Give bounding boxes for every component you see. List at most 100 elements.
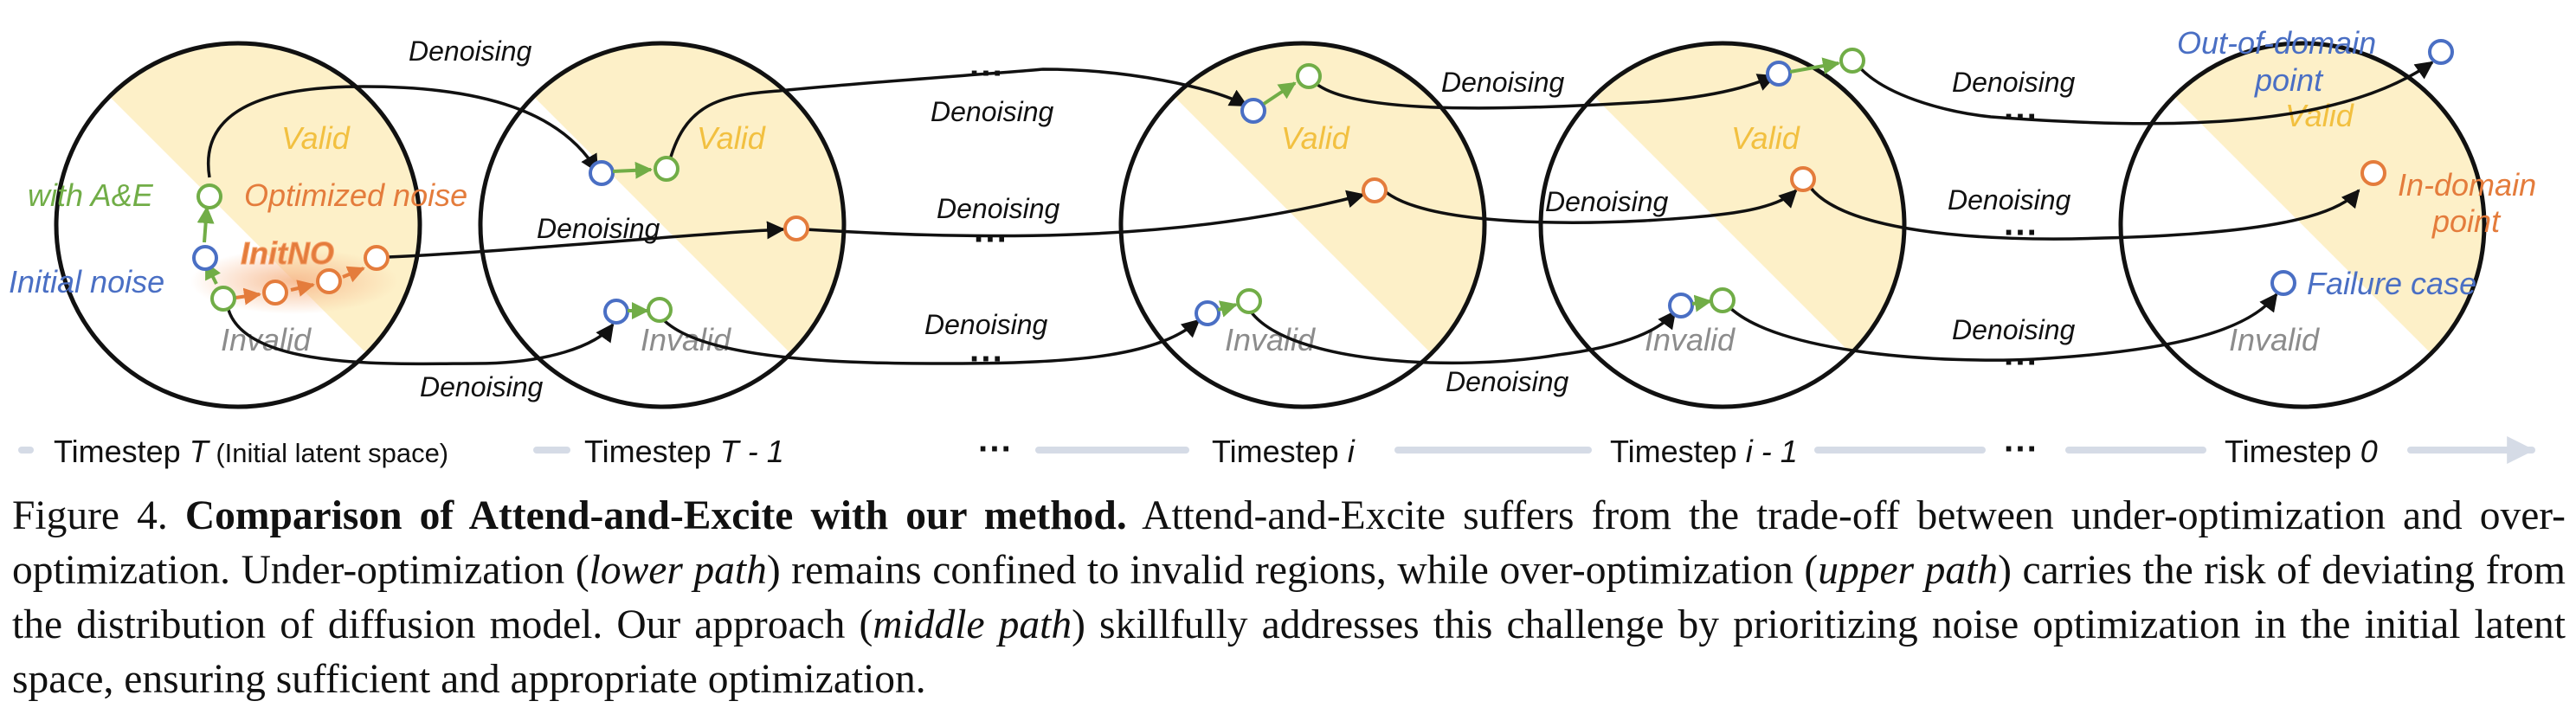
initial-noise-label: Initial noise: [9, 264, 164, 299]
c3-green-upper: [1296, 63, 1322, 89]
c2-green-step-upper: [612, 161, 653, 179]
denoising-label-middle-2: Denoising: [937, 193, 1060, 224]
c4-green-step-upper: [1789, 57, 1840, 75]
denoising-label-upper-2: Denoising: [931, 96, 1054, 127]
latent-circle-T-1: [478, 41, 847, 409]
timestep-i-label: Timestep i: [1212, 434, 1356, 469]
c3-green-step-upper: [1262, 81, 1297, 106]
c4-blue-lower: [1668, 293, 1694, 318]
ellipsis-lower-1: ···: [969, 340, 1004, 378]
lower-path-arrow-4: [1725, 293, 2278, 362]
denoising-label-middle-4: Denoising: [1948, 184, 2071, 216]
denoising-label-lower-2: Denoising: [924, 309, 1048, 340]
out-of-domain-label-1: Out-of-domain: [2177, 25, 2376, 61]
timestep-T-label: Timestep T (Initial latent space): [54, 434, 448, 469]
latent-circle-i: [1118, 41, 1487, 409]
with-ae-label: with A&E: [28, 177, 154, 213]
initno-point-2: [316, 268, 342, 294]
ellipsis-upper-2: ···: [2004, 98, 2038, 136]
c4-green-upper: [1839, 48, 1865, 74]
initial-noise-point: [192, 245, 218, 271]
denoising-label-middle-1: Denoising: [537, 213, 660, 244]
in-domain-label-1: In-domain: [2398, 167, 2536, 203]
figure-caption: Figure 4. Comparison of Attend-and-Excit…: [12, 493, 2566, 702]
invalid-label-5: Invalid: [2229, 322, 2320, 357]
ellipsis-upper-1: ···: [969, 55, 1004, 93]
latent-circle-T: [54, 41, 422, 409]
ae-point-lower: [210, 286, 236, 312]
timestep-T-1-label: Timestep T - 1: [584, 434, 784, 469]
valid-region-3: [1121, 43, 1484, 407]
caption-fig-label: Figure 4.: [12, 493, 168, 538]
in-domain-point: [2360, 160, 2386, 186]
denoising-label-upper-1: Denoising: [409, 35, 532, 67]
invalid-label-1: Invalid: [221, 322, 312, 357]
valid-region-2: [480, 43, 844, 407]
initno-step-arrow-1: [235, 287, 261, 306]
c3-orange-middle: [1362, 177, 1388, 203]
c4-green-lower: [1710, 287, 1736, 313]
failure-case-point: [2270, 270, 2296, 296]
denoising-label-lower-3: Denoising: [1446, 366, 1569, 397]
timestep-i-1-label: Timestep i - 1: [1610, 434, 1798, 469]
valid-region-4: [1541, 43, 1904, 407]
c3-green-step-lower: [1217, 300, 1238, 318]
c2-orange-middle: [783, 216, 809, 241]
lower-path-arrow-1: [225, 300, 615, 366]
ellipsis-middle-2: ···: [2004, 214, 2038, 252]
ae-point-upper: [196, 183, 222, 209]
ae-step-arrow-2: [196, 206, 215, 243]
middle-path-arrow-4: [1803, 177, 2360, 241]
denoising-label-upper-3: Denoising: [1441, 67, 1565, 98]
c4-blue-upper: [1766, 61, 1792, 87]
ellipsis-lower-2: ···: [2004, 344, 2038, 382]
initno-step-arrow-2: [290, 280, 315, 297]
ellipsis-middle-1: ···: [974, 221, 1008, 259]
c2-green-upper: [654, 156, 679, 182]
initno-label: InitNO: [241, 235, 334, 271]
denoising-label-lower-1: Denoising: [420, 371, 544, 402]
c4-green-step-lower: [1691, 294, 1712, 312]
valid-label-2: Valid: [697, 120, 766, 156]
latent-circle-0: [2118, 41, 2487, 409]
denoising-label-lower-4: Denoising: [1952, 314, 2076, 345]
axis-ellipsis-1: ···: [978, 430, 1013, 468]
caption-lower-path: lower path: [589, 548, 767, 593]
c3-blue-lower: [1195, 300, 1220, 326]
denoising-label-upper-4: Denoising: [1952, 67, 2076, 98]
timestep-0-label: Timestep 0: [2225, 434, 2378, 469]
denoising-label-middle-3: Denoising: [1545, 186, 1669, 217]
valid-label-1: Valid: [281, 120, 351, 156]
initno-step-arrow-3: [342, 266, 365, 283]
valid-region-1: [56, 43, 420, 407]
valid-region-5: [2121, 43, 2484, 407]
middle-path-arrow-3: [1375, 181, 1798, 224]
axis-ellipsis-2: ···: [2004, 430, 2038, 468]
c3-blue-upper: [1240, 98, 1266, 124]
middle-path-arrow-1: [387, 221, 786, 259]
valid-label-4: Valid: [1731, 120, 1800, 156]
upper-path-arrow-4: [1852, 59, 2434, 125]
out-of-domain-label-2: point: [2254, 62, 2324, 98]
c2-blue-lower: [603, 299, 629, 325]
c2-green-lower: [647, 297, 673, 323]
upper-path-arrow-2: [667, 68, 1248, 167]
lower-path-arrow-2: [656, 312, 1201, 365]
optimized-noise-label: Optimized noise: [244, 177, 467, 213]
middle-path-arrow-2: [804, 190, 1366, 238]
c3-green-lower: [1236, 288, 1262, 314]
initno-point-1: [262, 280, 288, 306]
c2-blue-upper: [589, 160, 615, 186]
lower-path-arrow-3: [1249, 310, 1677, 365]
out-of-domain-point: [2428, 39, 2454, 65]
c4-orange-middle: [1790, 166, 1816, 192]
diagram-figure: Valid Valid Valid Valid Valid Invalid In…: [9, 25, 2536, 469]
invalid-label-2: Invalid: [641, 322, 731, 357]
upper-path-arrow-3: [1307, 74, 1776, 110]
valid-label-3: Valid: [1281, 120, 1350, 156]
upper-path-arrow-1: [206, 85, 599, 178]
initno-point-3: [364, 245, 390, 271]
caption-upper-path: upper path: [1818, 548, 1999, 593]
caption-title: Comparison of Attend-and-Excite with our…: [184, 493, 1127, 538]
caption-middle-path: middle path: [873, 602, 1072, 647]
